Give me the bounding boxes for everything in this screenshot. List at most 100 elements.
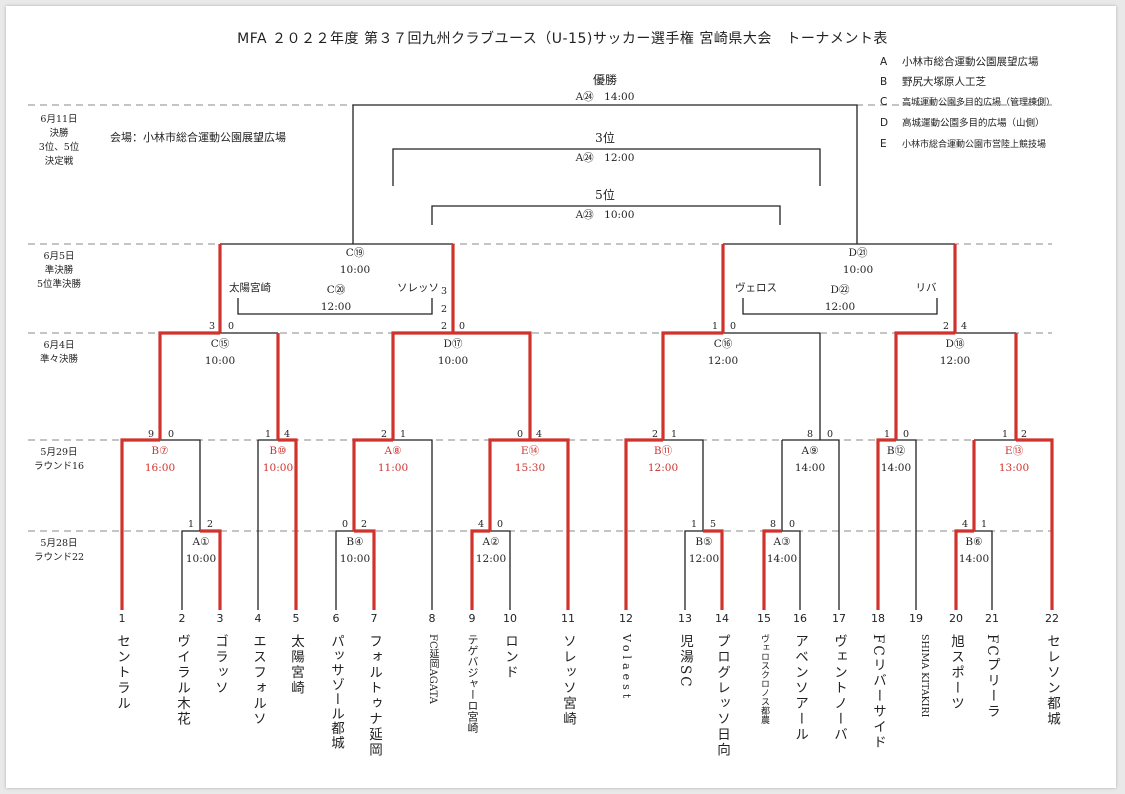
- team-number: 4: [254, 612, 262, 625]
- team-number: 16: [793, 612, 807, 625]
- r16-time: 13:00: [998, 462, 1030, 474]
- team-name: ヴェロスクロノス都農: [759, 634, 769, 724]
- r22-m4-left: [335, 530, 354, 610]
- winner-path-qf4: [894, 331, 1018, 440]
- final-bracket: [352, 104, 858, 244]
- fifth-match: A㉓ 10:00: [575, 209, 635, 221]
- team-name: SHIMA KITAKIRI: [919, 634, 930, 718]
- team-name: アベンソアール: [792, 634, 808, 743]
- r22-time: 12:00: [688, 553, 720, 565]
- r22-time: 10:00: [339, 553, 371, 565]
- r22-m5-left: [684, 530, 703, 610]
- r16-m12-right: [896, 439, 917, 610]
- semi-left-time: 10:00: [339, 264, 371, 276]
- winner-path-r16-m11: [624, 438, 663, 610]
- r16-m9: [781, 439, 840, 610]
- score-label: 1: [399, 429, 407, 440]
- score-label: 1: [980, 519, 988, 530]
- r22-match: B⑥: [965, 536, 983, 548]
- team-number: 10: [503, 612, 517, 625]
- bracket-sheet: [6, 6, 1116, 788]
- finals-venue-note: 会場：小林市総合運動公園展望広場: [110, 131, 286, 144]
- team-number: 6: [332, 612, 340, 625]
- r16-time: 14:00: [880, 462, 912, 474]
- score-label: 1: [264, 429, 272, 440]
- winner-path-r22-m3: [762, 529, 782, 610]
- r16-m7-right: [160, 439, 201, 531]
- score-label: 8: [806, 429, 814, 440]
- fifth-semi-left: [237, 298, 433, 315]
- team-name: ヴイラル木花: [174, 634, 190, 727]
- qf-time: 10:00: [437, 355, 469, 367]
- score-label: 5: [709, 519, 717, 530]
- team-number: 3: [216, 612, 224, 625]
- score-label: 2: [206, 519, 214, 530]
- winner-path-qf1: [158, 331, 280, 440]
- qf-time: 10:00: [204, 355, 236, 367]
- third-place-bracket: [392, 148, 821, 186]
- r16-match: B⑩: [269, 445, 287, 457]
- page-title: MFA ２０２２年度 第３７回九州クラブユース（U-15)サッカー選手権 宮崎県…: [237, 31, 888, 47]
- r22-m3-right: [782, 530, 801, 610]
- r16-match: A⑧: [384, 445, 402, 457]
- r16-match: B⑦: [151, 445, 169, 457]
- semi-left-match: C⑲: [345, 247, 365, 259]
- r22-match: B④: [346, 536, 364, 548]
- score-label: 0: [902, 429, 910, 440]
- qf-match: D⑰: [443, 338, 463, 350]
- r16-match: E⑬: [1004, 445, 1024, 457]
- team-number: 20: [949, 612, 963, 625]
- team-number: 19: [909, 612, 923, 625]
- score-label: 2: [1020, 429, 1028, 440]
- fifth-semi-right-team-a: ヴェロス: [735, 282, 777, 294]
- winner-path-r16-m13: [972, 438, 1054, 610]
- fifth-semi-right-match: D㉒: [830, 284, 850, 296]
- score-label: 2: [942, 321, 950, 332]
- team-name: 旭スポーツ: [948, 634, 964, 712]
- winner-path-r16-m14: [488, 438, 570, 610]
- score-label: 2: [440, 304, 448, 315]
- team-name: テゲバジャーロ宮崎: [466, 634, 479, 733]
- r16-time: 12:00: [647, 462, 679, 474]
- score-label: 2: [440, 321, 448, 332]
- r22-time: 12:00: [475, 553, 507, 565]
- winner-path-r22-m5: [703, 529, 724, 610]
- r16-m8-right: [393, 439, 433, 610]
- r16-time: 14:00: [794, 462, 826, 474]
- score-label: 3: [440, 286, 448, 297]
- qf-match: D⑱: [945, 338, 965, 350]
- score-label: 0: [341, 519, 349, 530]
- team-name: フォルトゥナ延岡: [366, 634, 382, 758]
- winner-path-r16-m7: [120, 438, 160, 610]
- winner-path-qf2: [391, 331, 532, 440]
- score-label: 2: [380, 429, 388, 440]
- semi-right-match: D㉑: [848, 247, 868, 259]
- team-number: 2: [178, 612, 186, 625]
- team-name: 児湯SC: [677, 634, 693, 689]
- score-label: 1: [187, 519, 195, 530]
- score-label: 1: [690, 519, 698, 530]
- winner-path-r22-m1: [200, 529, 222, 610]
- score-label: 0: [458, 321, 466, 332]
- fifth-semi-left-team-a: 太陽宮崎: [229, 282, 271, 294]
- score-label: 9: [147, 429, 155, 440]
- winner-path-r16-m8: [352, 438, 393, 531]
- score-label: 0: [788, 519, 796, 530]
- team-name: エスフォルソ: [250, 634, 266, 727]
- third-match: A㉔ 12:00: [575, 152, 635, 164]
- r16-match: B⑫: [886, 445, 906, 457]
- team-number: 15: [757, 612, 771, 625]
- team-name: ロンド: [502, 634, 518, 681]
- score-label: 4: [960, 321, 968, 332]
- score-label: 1: [883, 429, 891, 440]
- winner-path-qf3: [661, 331, 723, 440]
- team-name: ヴェントノーバ: [831, 634, 847, 743]
